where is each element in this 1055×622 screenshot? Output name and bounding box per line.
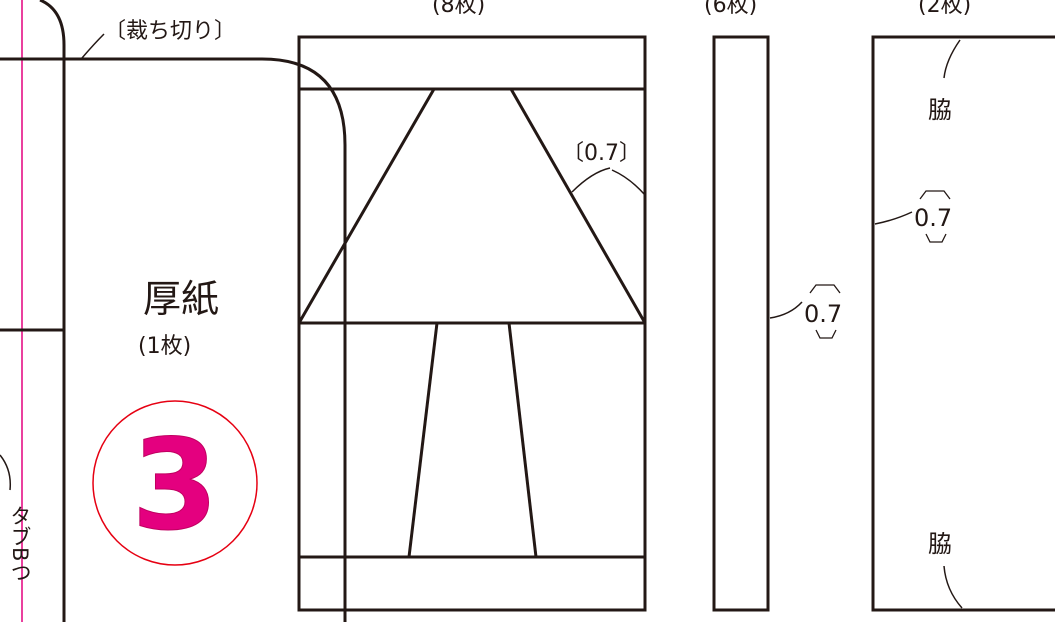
narrow-strip-piece (712, 35, 770, 612)
cut-label: 〔裁ち切り〕 (104, 19, 236, 44)
side-panel-piece (871, 35, 1055, 612)
dim-leader-mid (769, 301, 803, 319)
allowance-label: 〔0.7〕 (562, 141, 641, 166)
count-label-right: (2枚) (918, 0, 971, 18)
left-partial-piece (0, 0, 66, 622)
side-bottom-leader (943, 565, 963, 609)
dim-bracket-mid-top (809, 284, 841, 294)
allowance-leader-left (571, 167, 611, 193)
lamp-pattern-piece (297, 35, 647, 612)
dim-value-right: 0.7 (914, 204, 952, 232)
thick-paper-piece (0, 57, 347, 622)
count-label-mid: (6枚) (704, 0, 757, 18)
side-label-bottom: 脇 (928, 530, 952, 558)
step-number: 3 (132, 413, 219, 558)
count-label-center: (8枚) (432, 0, 485, 18)
dim-bracket-right-bottom (925, 233, 947, 243)
step-circle (92, 400, 258, 566)
dim-leader-right (874, 211, 913, 225)
thick-paper-count: (1枚) (138, 334, 191, 359)
tab-label: タブBつ (8, 505, 32, 582)
side-label-top: 脇 (928, 96, 952, 124)
tab-leader (0, 454, 12, 491)
thick-paper-label: 厚紙 (143, 277, 219, 321)
dim-value-mid: 0.7 (804, 300, 842, 328)
allowance-leader-right (611, 169, 646, 196)
cut-leader-line (81, 33, 105, 59)
dim-bracket-mid-bottom (815, 329, 837, 339)
side-top-leader (943, 39, 961, 79)
dim-bracket-right-top (919, 190, 951, 200)
